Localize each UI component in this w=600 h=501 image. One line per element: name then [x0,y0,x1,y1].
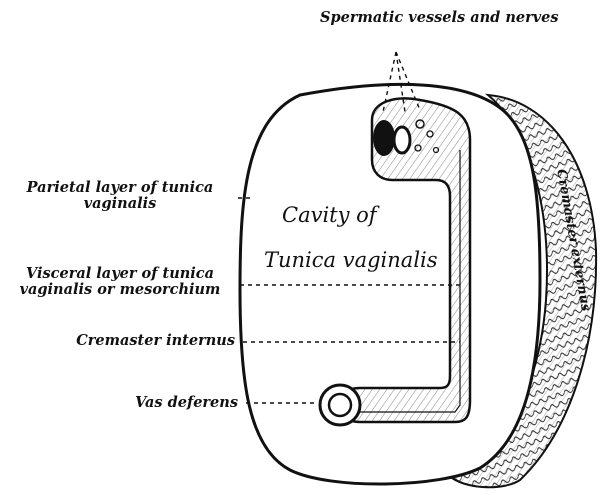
label-cremaster-internus: Cremaster internus [10,333,235,349]
label-parietal-line2: vaginalis [6,196,234,212]
label-spermatic-vessels: Spermatic vessels and nerves [320,10,559,26]
label-cavity-line1: Cavity of [282,203,377,227]
label-visceral-layer: Visceral layer of tunica vaginalis or me… [4,266,236,298]
label-parietal-layer: Parietal layer of tunica vaginalis [6,180,234,212]
label-parietal-line1: Parietal layer of tunica [6,180,234,196]
label-cavity-line2: Tunica vaginalis [264,248,438,272]
vas-deferens-ring [320,385,360,425]
label-vas-deferens: Vas deferens [10,395,238,411]
label-visceral-line1: Visceral layer of tunica [4,266,236,282]
label-visceral-line2: vaginalis or mesorchium [4,282,236,298]
